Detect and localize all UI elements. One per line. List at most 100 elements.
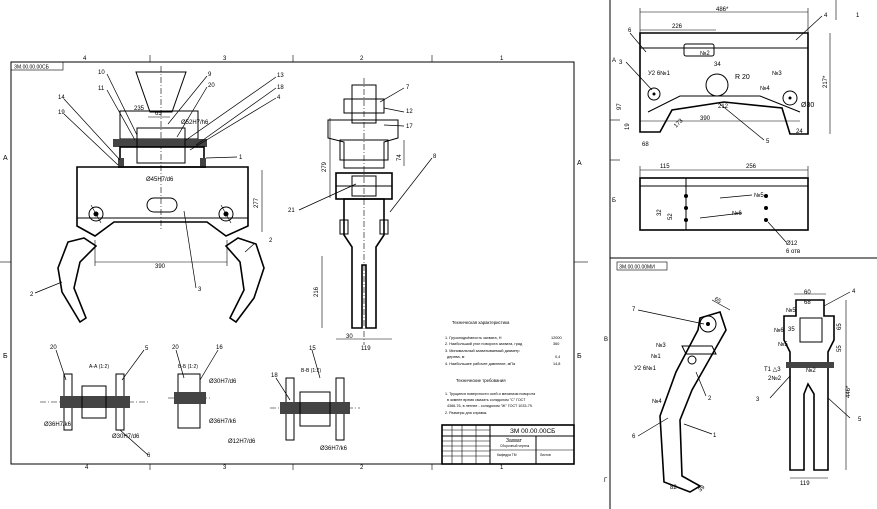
top-dim-390: 390 [700,116,711,122]
tech-item-3: 3. Минимальный захватываемый диаметр [445,349,519,353]
callout-7: 7 [406,85,410,91]
bottom-stamp: ЗМ.00.00.00МИ [619,265,655,271]
section-c-fit-36: Ø36H7/k6 [320,446,348,452]
req-line-3: 4366-76, в летнее - солидолом "Ж" ГОСТ 1… [447,404,533,408]
jaw-part [659,311,727,493]
title-block-sheets: Листов [540,453,551,457]
flat-plate [639,177,809,231]
front-dim-65: 65 [155,111,162,117]
side-dim-30: 30 [346,334,353,340]
right-jaw [224,237,265,324]
front-dim-277: 277 [254,197,260,208]
section-a-callout-5: 5 [145,346,149,352]
side-jaws [343,198,385,329]
tech-item-4: 4. Наибольшее рабочее давление, мПа [445,362,516,366]
top-dim-486: 486* [716,7,729,13]
callout-12: 12 [406,109,413,115]
title-block-subtitle: Сборочный чертеж [500,444,530,448]
mid-mark-5: №5 [754,192,764,199]
fork-callout-3: 3 [756,397,760,403]
top-dim-d30: Ø30 [801,102,814,109]
callout-20: 20 [208,83,215,89]
front-dim-fit-52: Ø52H7/h6 [181,120,209,126]
section-b-callout-20: 20 [172,345,179,351]
front-view: 390 277 65 235 Ø52H7/h6 Ø45H7/d6 10 11 9… [30,66,284,324]
fork-mark-2n2: 2№2 [768,375,782,382]
jaw-dim-39: 39 [697,484,706,493]
mid-holes: 6 отв [786,249,800,255]
callout-18: 18 [277,85,284,91]
callout-13: 13 [277,73,284,79]
zone-top-3: 3 [223,56,227,62]
mid-dim-d12: Ø12 [786,241,798,247]
title-block-org: Кафедра ТМ [497,453,517,457]
zone-b-right: Б [612,198,616,204]
title-block-code: ЗМ 00.00.00СБ [510,428,555,435]
side-dim-74: 74 [397,154,403,161]
front-dim-235: 235 [134,106,145,112]
section-b-fit-30: Ø30H7/d6 [209,379,237,385]
weld-mark-1: У2 6№1 [648,70,671,77]
req-title: Технические требования [456,378,506,383]
callout-1: 1 [239,155,243,161]
part-middle-view: Б 115 256 32 52 №5 №6 Ø12 6 отв [612,164,809,255]
top-dim-24: 24 [796,129,803,135]
jaw-dim-65: 65 [713,297,722,306]
zone-top-2: 2 [360,56,364,62]
plate-outline [639,32,809,135]
main-stamp-box [10,61,64,71]
fork-callout-4: 4 [852,289,856,295]
top-dim-173: 173 [673,118,685,130]
tech-value-4: 14,8 [553,362,560,366]
section-c-callout-15: 15 [309,346,316,352]
section-b-fit-12: Ø12H7/d6 [228,439,256,445]
fork-mark-6: №6 [774,327,784,334]
fork-dim-60: 60 [804,290,811,296]
top-dim-34: 34 [714,62,721,68]
section-a: А-А (1:2) 20 5 6 Ø36H7/k6 Ø30H7/d6 [40,345,151,459]
title-block: ЗМ 00.00.00СБ Захват Сборочный чертеж Ка… [441,424,575,465]
fork-dim-35: 35 [788,327,795,333]
fork-dim-119: 119 [800,481,810,487]
top-callout-6: 6 [628,28,632,34]
top-dim-97: 97 [617,103,623,110]
zone-bottom-3: 3 [223,465,227,471]
zone-a-right: А [612,58,616,64]
tech-value-2: 360 [553,342,559,346]
main-frame [10,61,575,465]
top-dim-19: 19 [625,123,631,130]
callout-11: 11 [98,86,105,92]
callout-3: 3 [198,287,202,293]
zone-g: Г [604,478,608,484]
top-dim-68: 68 [642,142,649,148]
zone-bottom-1: 1 [500,465,504,471]
zone-top-4: 4 [83,56,87,62]
jaw-callout-1: 1 [713,433,717,439]
fork-mark-5a: №5 [786,307,796,314]
tech-item-3b: дерева, м [447,355,465,359]
callout-17: 17 [406,124,413,130]
fork-dim-68: 68 [804,300,811,306]
top-dim-226: 226 [672,24,683,30]
left-jaw [57,237,98,324]
top-callout-3: 3 [619,60,623,66]
zone-right-a: А [577,160,582,167]
part-top-view: А 486* 226 34 R 20 212 Ø30 390 24 68 173… [612,7,860,148]
top-dim-217: 217* [823,75,829,88]
tech-item-2: 2. Наибольший угол поворота захвата, гра… [445,342,523,346]
rotator-core [136,127,186,164]
zone-right-b: Б [577,353,582,360]
main-stamp: ЗМ.00.00.00СБ [14,65,50,71]
jaw-callout-6: 6 [632,434,636,440]
front-dim-390: 390 [155,264,166,270]
zone-top-1: 1 [500,56,504,62]
side-rod [351,84,377,124]
jaw-mark-1: №1 [651,353,661,360]
weld-mark-2: №2 [700,50,710,57]
callout-2-right: 2 [269,238,273,244]
tech-title: Техническая характеристика [452,320,510,325]
section-a-callout-6: 6 [147,453,151,459]
side-dim-279: 279 [322,161,328,172]
top-callout-1: 1 [856,13,860,19]
callout-10: 10 [98,70,105,76]
